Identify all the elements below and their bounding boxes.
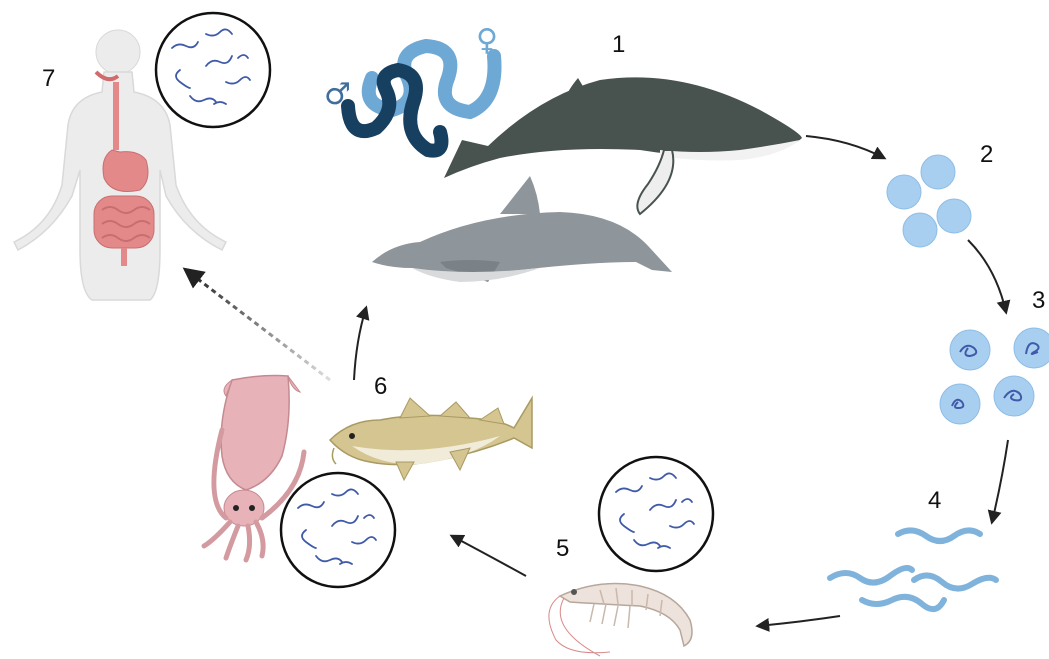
larvae-group [830, 530, 996, 609]
arrow-6-to-7 [186, 270, 330, 380]
magnifier-icon [599, 457, 713, 571]
female-symbol: ♀ [476, 23, 498, 58]
dolphin-icon [372, 176, 672, 282]
larva-icon [862, 597, 944, 609]
arrow-2-to-3 [968, 240, 1006, 312]
arrow-6-to-1 [354, 308, 366, 380]
arrow-4-to-5 [758, 616, 840, 626]
magnifier-icon [281, 473, 395, 587]
larva-icon [898, 530, 980, 541]
egg-icon [994, 376, 1034, 416]
egg-icon [1014, 328, 1049, 368]
arrow-1-to-2 [806, 136, 884, 158]
larva-icon [914, 575, 996, 588]
egg-icon [950, 330, 990, 370]
whale-icon [444, 77, 802, 214]
male-symbol: ♂ [324, 77, 351, 112]
egg-icon [940, 384, 980, 424]
egg-icon [887, 175, 921, 209]
larva-icon [830, 568, 912, 583]
stage-number-5: 5 [556, 535, 569, 562]
egg-icon [903, 213, 937, 247]
stage-number-1: 1 [612, 31, 625, 58]
egg-icon [937, 199, 971, 233]
egg-icon [921, 155, 955, 189]
fish-icon [330, 398, 532, 480]
stage-number-3: 3 [1032, 287, 1045, 314]
arrow-5-to-6 [452, 536, 526, 576]
shrimp-icon [549, 584, 692, 656]
stage-number-4: 4 [928, 487, 941, 514]
stage-number-6: 6 [374, 373, 387, 400]
stage-number-7: 7 [42, 65, 55, 92]
magnifier-icon [156, 13, 270, 127]
stage-number-2: 2 [980, 141, 993, 168]
egg-cluster [887, 155, 971, 247]
worm-pair-icon [348, 46, 495, 151]
embryonated-egg-cluster [940, 328, 1049, 424]
arrow-3-to-4 [992, 440, 1008, 522]
